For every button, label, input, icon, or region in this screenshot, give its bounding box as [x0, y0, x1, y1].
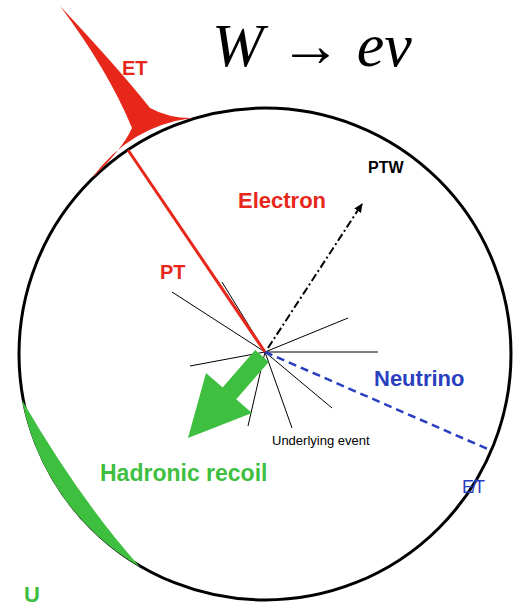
missing-energy-label: E̸T: [462, 478, 485, 496]
w-pt-arrow: [268, 204, 362, 348]
detector-circle: [19, 108, 511, 600]
electron-deposit: [60, 6, 192, 178]
title: W → eν: [212, 14, 412, 76]
recoil-arrow-head: [188, 373, 252, 438]
electron-label: Electron: [238, 190, 326, 212]
hadronic-recoil-label: Hadronic recoil: [100, 462, 267, 485]
underlying-event-label: Underlying event: [272, 434, 370, 447]
electron-track: [128, 150, 265, 352]
neutrino-line: [265, 352, 490, 450]
momentum-label: PT: [160, 262, 186, 282]
neutrino-label: Neutrino: [374, 368, 464, 390]
recoil-u-label: U: [24, 584, 40, 606]
transverse-energy-label: ET: [122, 58, 148, 78]
recoil-arrow-shaft: [228, 356, 262, 395]
w-momentum-label: PTW: [368, 160, 404, 176]
